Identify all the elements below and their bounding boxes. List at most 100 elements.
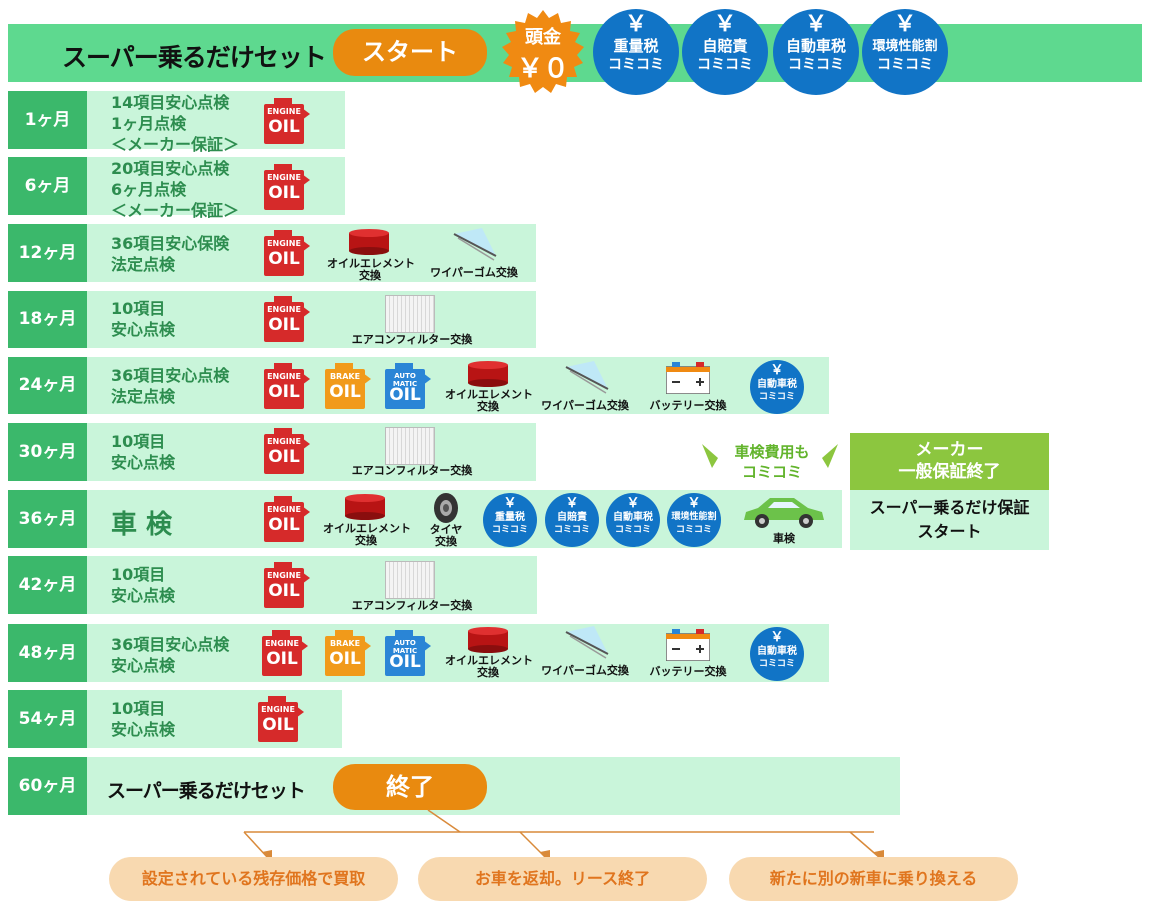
row-text-30m: 10項目安心点検 — [111, 432, 176, 472]
row-label-30m: 30ヶ月 — [8, 423, 87, 481]
down-payment-seal: 頭金 ￥０ — [500, 10, 586, 96]
outcome-buyout: 設定されている残存価格で買取 — [109, 857, 398, 901]
row-body-42m — [87, 556, 537, 614]
oil-element-icon — [349, 229, 389, 255]
wiper-label: ワイパーゴム交換 — [541, 664, 629, 677]
yen-icon: ￥ — [770, 363, 784, 378]
oil-element-icon — [468, 627, 508, 653]
car-tax-small-badge: ￥自動車税コミコミ — [750, 360, 804, 414]
badge-car-tax: ￥ 自動車税 コミコミ — [773, 9, 859, 95]
outcome-connector — [243, 809, 884, 861]
wiper-label: ワイパーゴム交換 — [430, 266, 518, 279]
weight-tax-small-badge: ￥重量税コミコミ — [483, 493, 537, 547]
badge-liability-insurance: ￥ 自賠責 コミコミ — [682, 9, 768, 95]
air-filter-icon — [385, 427, 435, 465]
row-label-1m: 1ヶ月 — [8, 91, 87, 149]
oil-element-label: オイルエレメント交換 — [445, 654, 533, 679]
seal-line1: 頭金 — [525, 27, 561, 48]
row-body-54m — [87, 690, 342, 748]
plan-title: スーパー乗るだけセット — [62, 43, 327, 72]
battery-label: バッテリー交換 — [649, 399, 727, 412]
battery-icon — [666, 362, 710, 394]
row-text-36m: 車 検 — [111, 510, 173, 540]
yen-icon: ￥ — [626, 496, 640, 511]
outcome-return: お車を返却。リース終了 — [418, 857, 707, 901]
row-text-12m: 36項目安心保険法定点検 — [111, 234, 230, 274]
end-plan-title: スーパー乗るだけセット — [107, 780, 306, 802]
row-text-18m: 10項目安心点検 — [111, 299, 176, 339]
yen-icon: ￥ — [687, 496, 701, 511]
tire-label: タイヤ交換 — [429, 523, 463, 548]
row-label-60m: 60ヶ月 — [8, 757, 87, 815]
badge-environment-tax: ￥ 環境性能割 コミコミ — [862, 9, 948, 95]
oil-element-label: オイルエレメント交換 — [327, 257, 415, 282]
end-pill: 終了 — [333, 764, 487, 810]
car-tax-small-badge: ￥自動車税コミコミ — [606, 493, 660, 547]
environment-tax-small-badge: ￥環境性能割コミコミ — [667, 493, 721, 547]
row-text-24m: 36項目安心点検法定点検 — [111, 366, 230, 406]
maker-warranty-end: メーカー一般保証終了 — [850, 433, 1049, 490]
yen-icon: ￥ — [770, 630, 784, 645]
oil-element-label: オイルエレメント交換 — [445, 388, 533, 413]
liability-small-badge: ￥自賠責コミコミ — [545, 493, 599, 547]
oil-element-label: オイルエレメント交換 — [323, 522, 411, 547]
air-filter-label: エアコンフィルター交換 — [351, 464, 473, 477]
wiper-label: ワイパーゴム交換 — [541, 399, 629, 412]
row-body-18m — [87, 291, 536, 348]
oil-element-icon — [345, 494, 385, 520]
seal-icon — [502, 10, 584, 93]
wiper-rubber-icon — [565, 626, 609, 659]
callout-burst-icon — [702, 444, 838, 468]
row-label-36m: 36ヶ月 — [8, 490, 87, 548]
seal-line2: ￥０ — [516, 54, 569, 84]
air-filter-label: エアコンフィルター交換 — [351, 333, 473, 346]
row-text-48m: 36項目安心点検安心点検 — [111, 635, 230, 675]
super-warranty-start: スーパー乗るだけ保証スタート — [850, 490, 1049, 550]
yen-icon: ￥ — [893, 12, 916, 37]
row-label-48m: 48ヶ月 — [8, 624, 87, 682]
row-text-42m: 10項目安心点検 — [111, 565, 176, 605]
row-body-30m — [87, 423, 536, 481]
air-filter-icon — [385, 561, 435, 599]
wiper-rubber-icon — [565, 361, 609, 394]
air-filter-icon — [385, 295, 435, 333]
car-label: 車検 — [773, 532, 795, 545]
battery-icon — [666, 629, 710, 661]
badge-weight-tax: ￥ 重量税 コミコミ — [593, 9, 679, 95]
yen-icon: ￥ — [565, 496, 579, 511]
row-label-42m: 42ヶ月 — [8, 556, 87, 614]
yen-icon: ￥ — [713, 12, 736, 37]
car-icon — [744, 498, 824, 528]
row-label-54m: 54ヶ月 — [8, 690, 87, 748]
row-label-12m: 12ヶ月 — [8, 224, 87, 282]
row-body-60m — [87, 757, 900, 815]
yen-icon: ￥ — [624, 12, 647, 37]
start-pill: スタート — [333, 29, 487, 76]
tire-icon — [434, 493, 458, 523]
row-label-24m: 24ヶ月 — [8, 357, 87, 414]
inspection-callout: 車検費用もコミコミ — [734, 443, 810, 481]
yen-icon: ￥ — [503, 496, 517, 511]
wiper-rubber-icon — [453, 228, 497, 261]
row-label-6m: 6ヶ月 — [8, 157, 87, 215]
row-label-18m: 18ヶ月 — [8, 291, 87, 348]
air-filter-label: エアコンフィルター交換 — [351, 599, 473, 612]
outcome-new-car: 新たに別の新車に乗り換える — [729, 857, 1018, 901]
yen-icon: ￥ — [804, 12, 827, 37]
row-text-54m: 10項目安心点検 — [111, 699, 176, 739]
